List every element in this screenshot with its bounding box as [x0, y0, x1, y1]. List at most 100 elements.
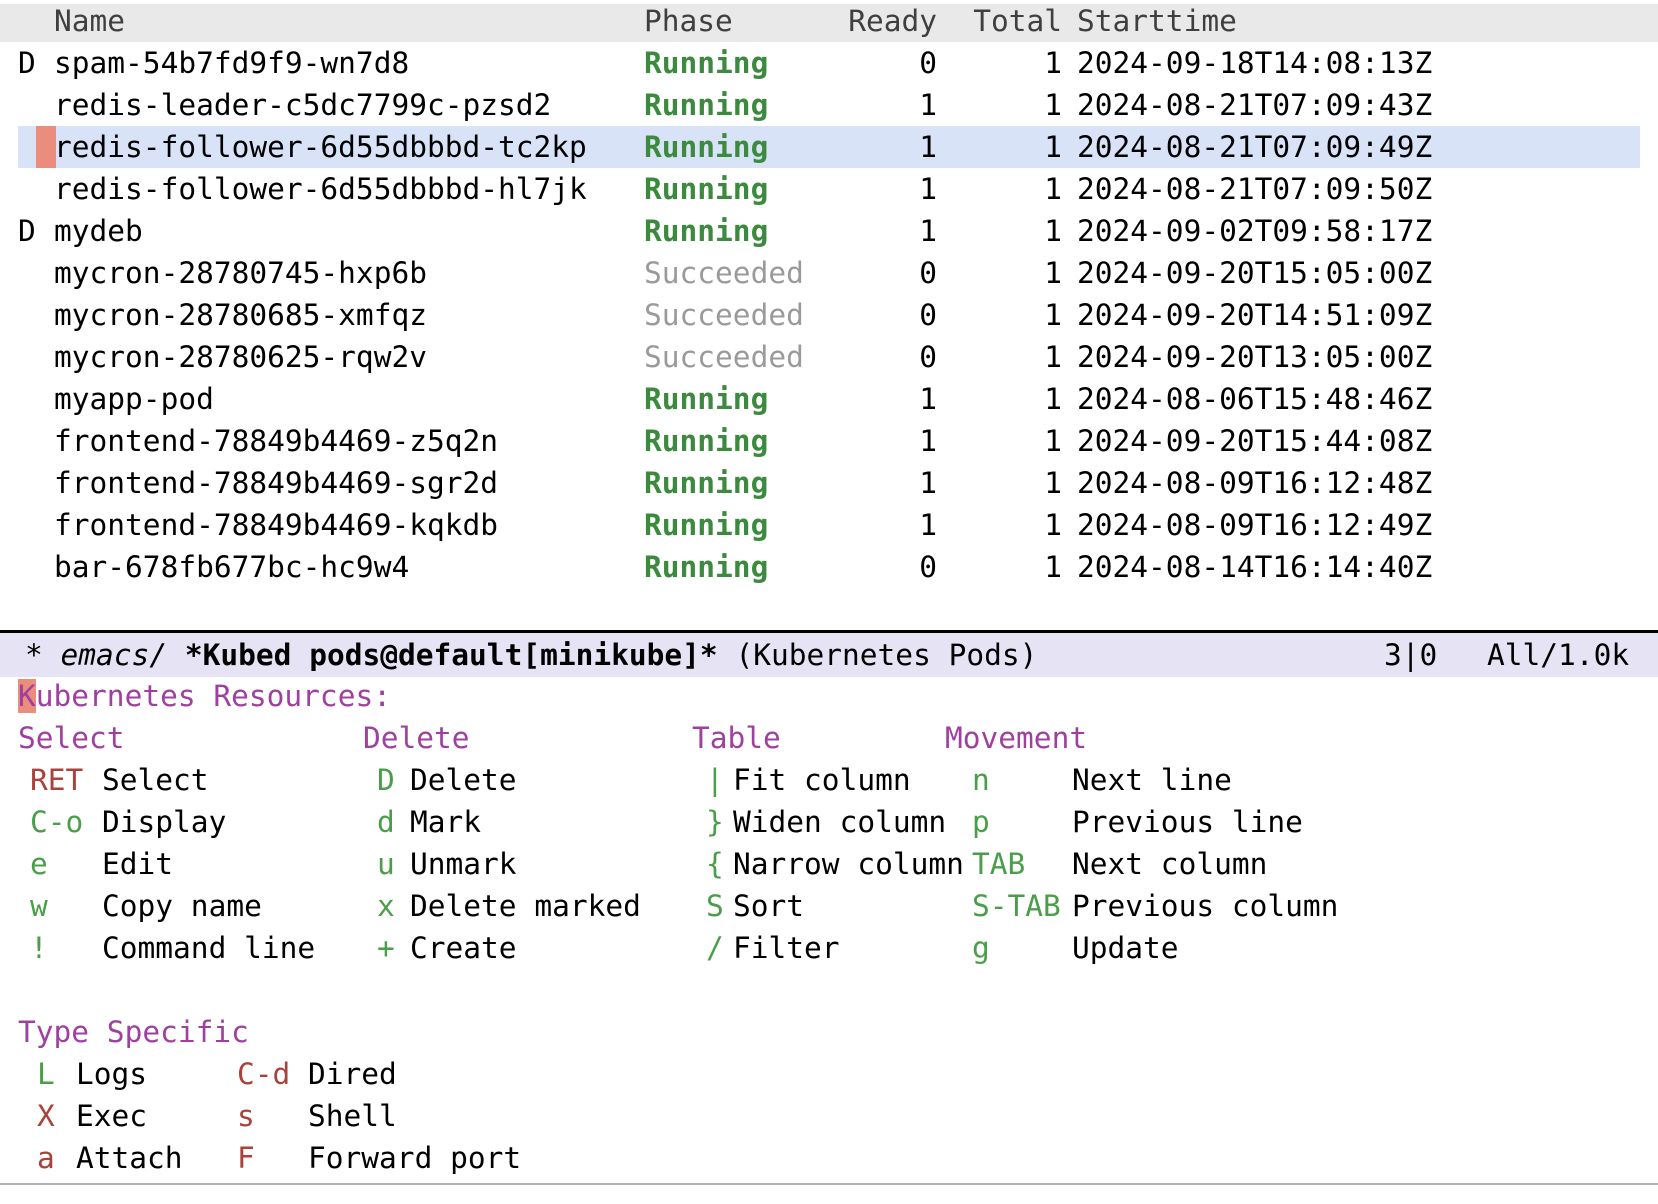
starttime-cell: 2024-08-09T16:12:49Z	[1077, 508, 1433, 542]
keybinding-row: !Command line	[18, 927, 315, 969]
starttime-cell: 2024-08-14T16:14:40Z	[1077, 550, 1433, 584]
mark-cell	[18, 168, 54, 210]
mark-cell	[18, 420, 54, 462]
ready-cell: 0	[919, 256, 937, 290]
starttime-cell: 2024-08-21T07:09:43Z	[1077, 88, 1433, 122]
key-action-label: Dired	[308, 1057, 397, 1091]
key-action-label: Attach	[76, 1141, 183, 1175]
mark-cell	[18, 504, 54, 546]
table-row[interactable]: myapp-pod Running 1 1 2024-08-06T15:48:4…	[0, 378, 1658, 420]
key-hint: a	[37, 1141, 55, 1175]
total-cell: 1	[1044, 340, 1062, 374]
keybinding-row: /Filter	[692, 927, 964, 969]
table-row[interactable]: mycron-28780685-xmfqz Succeeded 0 1 2024…	[0, 294, 1658, 336]
key-action-label: Copy name	[102, 889, 262, 923]
table-row[interactable]: mycron-28780625-rqw2v Succeeded 0 1 2024…	[0, 336, 1658, 378]
text-cursor: K	[18, 679, 36, 713]
column-header-name[interactable]: Name	[54, 4, 126, 38]
key-action-label: Shell	[308, 1099, 397, 1133]
keybinding-row: } Widen column	[692, 801, 964, 843]
key-hint: S	[706, 889, 724, 923]
mark-cell	[18, 462, 54, 504]
point-cursor-block	[36, 126, 56, 168]
mark-column-header	[18, 0, 54, 42]
buffer-name: *Kubed pods@default[minikube]*	[184, 638, 718, 672]
total-cell: 1	[1044, 550, 1062, 584]
table-header-row: Name Phase Ready Total Starttime	[0, 0, 1658, 42]
mode-line[interactable]: * emacs/ *Kubed pods@default[minikube]* …	[0, 630, 1658, 677]
key-hint: x	[377, 889, 395, 923]
table-row[interactable]: D spam-54b7fd9f9-wn7d8 Running 0 1 2024-…	[0, 42, 1658, 84]
starttime-cell: 2024-08-06T15:48:46Z	[1077, 382, 1433, 416]
ready-cell: 1	[919, 172, 937, 206]
phase-cell: Running	[644, 88, 769, 122]
pod-name-cell: redis-follower-6d55dbbbd-hl7jk	[54, 172, 587, 206]
column-header-total[interactable]: Total	[973, 4, 1062, 38]
key-hint: |	[706, 763, 724, 797]
mark-cell: D	[18, 46, 36, 80]
table-row-selected[interactable]: redis-follower-6d55dbbbd-tc2kp Running 1…	[0, 126, 1658, 168]
help-section-header: Table	[692, 721, 781, 755]
help-section-header: Delete	[363, 721, 470, 755]
mark-cell	[18, 252, 54, 294]
pod-name-cell: spam-54b7fd9f9-wn7d8	[54, 46, 410, 80]
table-row[interactable]: mycron-28780745-hxp6b Succeeded 0 1 2024…	[0, 252, 1658, 294]
key-action-label: Widen column	[733, 805, 947, 839]
column-header-phase[interactable]: Phase	[644, 4, 733, 38]
key-hint: }	[706, 805, 724, 839]
ready-cell: 1	[919, 382, 937, 416]
column-header-ready[interactable]: Ready	[848, 4, 937, 38]
phase-cell: Running	[644, 214, 769, 248]
key-hint: L	[37, 1057, 55, 1091]
key-action-label: Update	[1072, 931, 1179, 965]
total-cell: 1	[1044, 424, 1062, 458]
keybinding-row: {Narrow column	[692, 843, 964, 885]
starttime-cell: 2024-09-20T15:44:08Z	[1077, 424, 1433, 458]
phase-cell: Running	[644, 424, 769, 458]
window-divider	[0, 1183, 1658, 1185]
key-action-label: Sort	[733, 889, 805, 923]
key-hint: S-TAB	[972, 889, 1061, 923]
table-row[interactable]: redis-leader-c5dc7799c-pzsd2 Running 1 1…	[0, 84, 1658, 126]
total-cell: 1	[1044, 130, 1062, 164]
pod-name-cell: myapp-pod	[54, 382, 214, 416]
phase-cell: Succeeded	[644, 256, 804, 290]
starttime-cell: 2024-09-18T14:08:13Z	[1077, 46, 1433, 80]
table-row[interactable]: frontend-78849b4469-kqkdb Running 1 1 20…	[0, 504, 1658, 546]
mark-cell	[18, 378, 54, 420]
pod-name-cell: frontend-78849b4469-kqkdb	[54, 508, 499, 542]
total-cell: 1	[1044, 256, 1062, 290]
column-header-starttime[interactable]: Starttime	[1077, 4, 1237, 38]
fringe-spacer	[0, 0, 18, 42]
total-cell: 1	[1044, 88, 1062, 122]
table-row[interactable]: bar-678fb677bc-hc9w4 Running 0 1 2024-08…	[0, 546, 1658, 588]
table-row[interactable]: frontend-78849b4469-z5q2n Running 1 1 20…	[0, 420, 1658, 462]
major-mode: (Kubernetes Pods)	[717, 638, 1038, 672]
key-action-label: Logs	[76, 1057, 148, 1091]
table-row[interactable]: frontend-78849b4469-sgr2d Running 1 1 20…	[0, 462, 1658, 504]
pod-name-cell: bar-678fb677bc-hc9w4	[54, 550, 410, 584]
pod-name-cell: mycron-28780685-xmfqz	[54, 298, 427, 332]
phase-cell: Running	[644, 130, 769, 164]
key-hint: /	[706, 931, 724, 965]
starttime-cell: 2024-08-21T07:09:50Z	[1077, 172, 1433, 206]
key-hint: n	[972, 763, 990, 797]
key-action-label: Delete marked	[410, 889, 641, 923]
ready-cell: 0	[919, 340, 937, 374]
phase-cell: Running	[644, 172, 769, 206]
table-row[interactable]: D mydeb Running 1 1 2024-09-02T09:58:17Z	[0, 210, 1658, 252]
table-row[interactable]: redis-follower-6d55dbbbd-hl7jk Running 1…	[0, 168, 1658, 210]
